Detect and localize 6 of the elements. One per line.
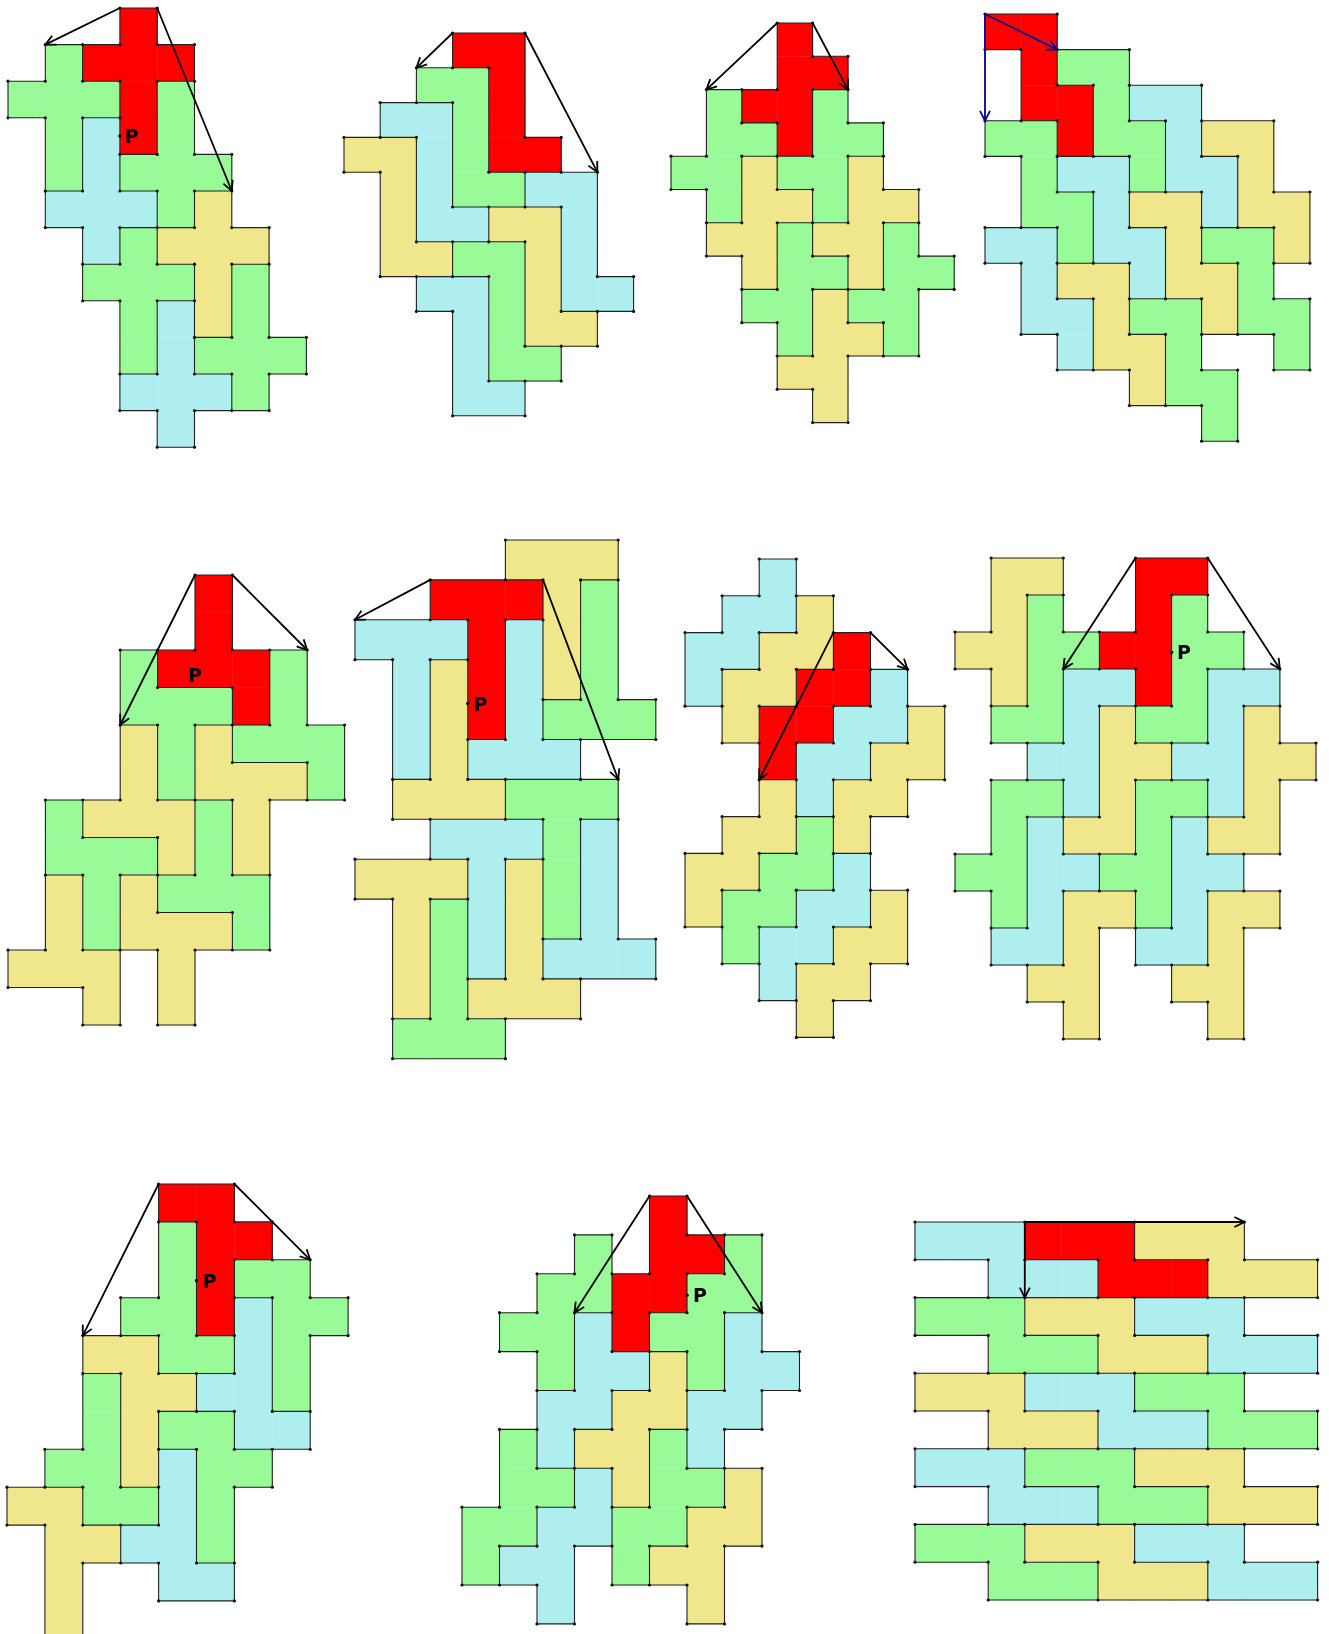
point-label: P [1176,642,1191,663]
point-label: P [124,126,139,147]
point-label: P [473,693,488,714]
point-label: P [693,1285,708,1306]
point-label: P [202,1270,217,1291]
point-label: P [188,665,202,686]
